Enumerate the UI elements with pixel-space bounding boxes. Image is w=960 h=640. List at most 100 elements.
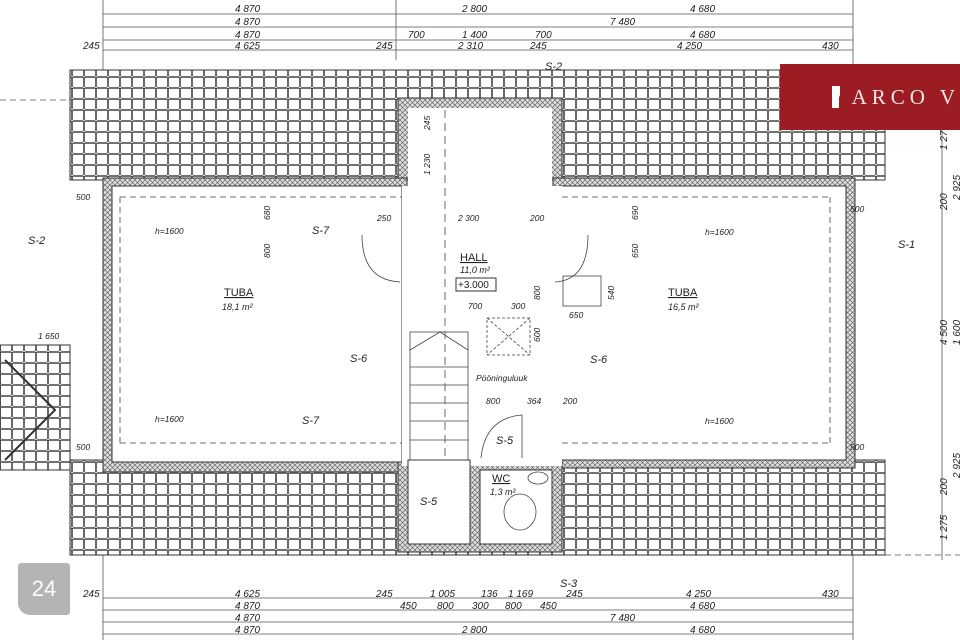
top-dimensions: 4 870 2 800 4 680 4 870 7 480 4 870 700 … — [82, 4, 839, 52]
height-note: h=1600 — [705, 416, 734, 426]
room-area: 11,0 m² — [460, 265, 491, 275]
room-name: TUBA — [224, 287, 254, 299]
dim: 500 — [850, 442, 864, 452]
level-mark: +3.000 — [458, 280, 489, 291]
dim: 800 — [486, 396, 500, 406]
section-label: S-5 — [496, 435, 514, 447]
interior-lines — [119, 110, 831, 531]
dim: 250 — [376, 213, 391, 223]
dim: 4 680 — [690, 601, 715, 612]
dim: 1 650 — [38, 331, 60, 341]
dim: 4 870 — [235, 601, 260, 612]
dim: 300 — [511, 301, 525, 311]
dim: 800 — [532, 286, 542, 300]
dim: 2 925 — [952, 175, 960, 201]
height-note: h=1600 — [155, 226, 184, 236]
dim: 245 — [82, 41, 100, 52]
logo-text: ARCO V — [851, 84, 960, 109]
dim: 1 005 — [430, 589, 455, 600]
dim: 450 — [540, 601, 557, 612]
dim: 4 250 — [677, 41, 702, 52]
section-label: S-1 — [898, 239, 915, 251]
section-markers: S-2 S-2 S-1 S-7 S-7 S-6 S-6 S-5 S-5 S-3 — [28, 61, 915, 590]
dim: 364 — [527, 396, 541, 406]
section-label: S-2 — [28, 235, 45, 247]
dim: 1 275 — [939, 125, 950, 150]
dim: 245 — [375, 589, 393, 600]
dim: 700 — [408, 30, 425, 41]
dim: 450 — [400, 601, 417, 612]
dim: 430 — [822, 589, 839, 600]
dim: 4 870 — [235, 625, 260, 636]
dim: 540 — [606, 286, 616, 300]
dim: 4 870 — [235, 17, 260, 28]
dim: 1 275 — [939, 515, 950, 540]
inner-annotations: h=1600 h=1600 h=1600 h=1600 Pööninguluuk… — [38, 116, 864, 452]
dim: 4 870 — [235, 30, 260, 41]
dim: 4 680 — [690, 4, 715, 15]
dim: 1 600 — [952, 320, 960, 345]
section-label: S-5 — [420, 496, 438, 508]
dim: 680 — [262, 206, 272, 220]
dim: 650 — [630, 244, 640, 258]
dim: 2 800 — [461, 625, 487, 636]
dim: 4 870 — [235, 4, 260, 15]
dim: 4 870 — [235, 613, 260, 624]
dim: 245 — [565, 589, 583, 600]
dim: 690 — [630, 206, 640, 220]
section-label: S-7 — [302, 415, 320, 427]
dim: 800 — [437, 601, 454, 612]
section-label: S-6 — [350, 353, 368, 365]
brand-logo: ARCO V — [780, 64, 960, 130]
section-label: S-2 — [545, 61, 562, 73]
dim: 300 — [472, 601, 489, 612]
section-label: S-6 — [590, 354, 608, 366]
room-name: WC — [492, 473, 510, 485]
room-name: TUBA — [668, 287, 698, 299]
dim: 500 — [76, 192, 90, 202]
bottom-dimensions: 245 4 625 245 1 005 136 1 169 245 4 250 … — [82, 589, 839, 636]
dim: 1 400 — [462, 30, 487, 41]
attic-hatch-label: Pööninguluuk — [476, 373, 528, 383]
dim: 2 310 — [457, 41, 483, 52]
height-note: h=1600 — [155, 414, 184, 424]
dim: 430 — [822, 41, 839, 52]
dim: 2 925 — [952, 453, 960, 479]
room-name: HALL — [460, 252, 488, 264]
section-label: S-3 — [560, 578, 578, 590]
page-number-badge: 24 — [18, 563, 70, 615]
logo-arch-icon — [832, 86, 849, 108]
dim: 200 — [529, 213, 544, 223]
dim: 245 — [375, 41, 393, 52]
dim: 800 — [262, 244, 272, 258]
dim: 136 — [481, 589, 498, 600]
dim: 4 625 — [235, 589, 260, 600]
dim: 2 300 — [457, 213, 480, 223]
walls — [102, 97, 856, 553]
dim: 600 — [532, 328, 542, 342]
dim: 245 — [82, 589, 100, 600]
dim: 7 480 — [610, 613, 635, 624]
dim: 4 625 — [235, 41, 260, 52]
room-labels: TUBA 18,1 m² TUBA 16,5 m² HALL 11,0 m² +… — [222, 252, 700, 497]
room-area: 16,5 m² — [668, 302, 700, 312]
right-dimensions: 1 275 2 925 200 4 500 1 600 2 925 200 1 … — [939, 125, 960, 540]
dim: 200 — [939, 478, 950, 496]
dim: 1 169 — [508, 589, 533, 600]
height-note: h=1600 — [705, 227, 734, 237]
dim: 200 — [562, 396, 577, 406]
dim: 4 250 — [686, 589, 711, 600]
dim: 2 800 — [461, 4, 487, 15]
dim: 500 — [76, 442, 90, 452]
dim: 245 — [529, 41, 547, 52]
dim: 7 480 — [610, 17, 635, 28]
dim: 500 — [850, 204, 864, 214]
dim: 4 680 — [690, 625, 715, 636]
room-area: 1,3 m² — [490, 487, 517, 497]
dim: 700 — [468, 301, 482, 311]
dim: 4 500 — [939, 320, 950, 345]
room-area: 18,1 m² — [222, 302, 254, 312]
dim: 650 — [569, 310, 583, 320]
dim: 800 — [505, 601, 522, 612]
